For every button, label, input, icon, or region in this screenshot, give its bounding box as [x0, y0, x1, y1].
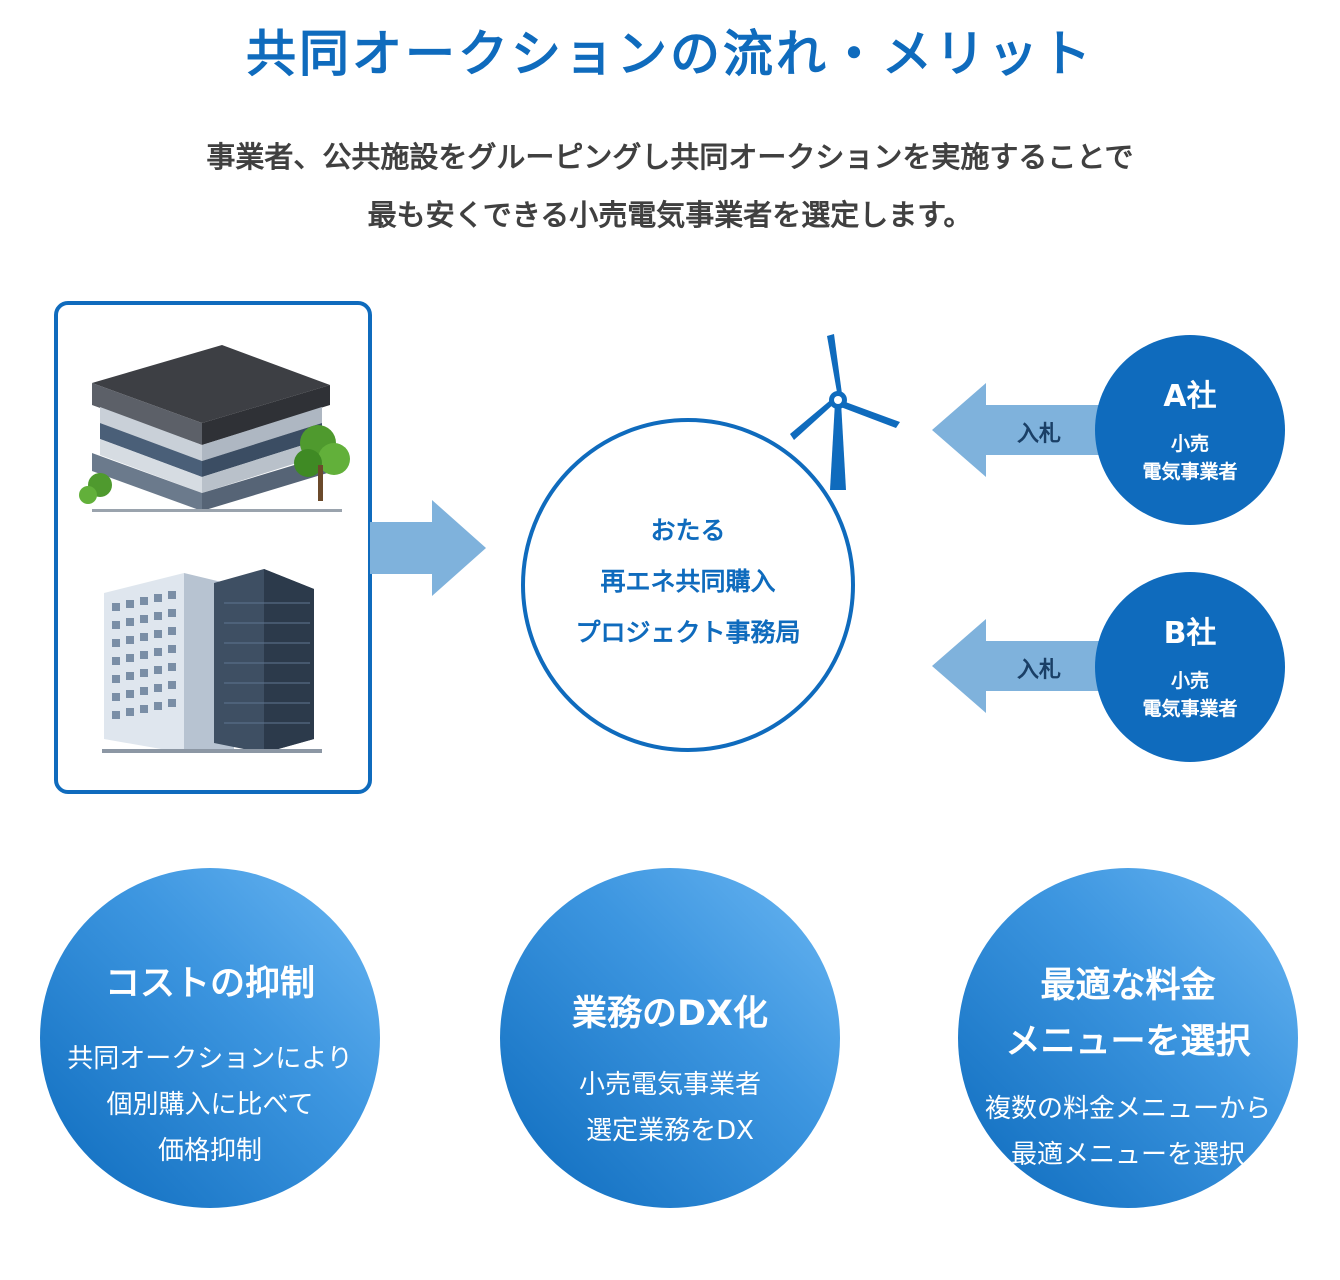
merit-title: 業務のDX化: [500, 986, 840, 1042]
bidder-role-line: 電気事業者: [1142, 461, 1238, 483]
merit-desc-line: 個別購入に比べて: [106, 1090, 314, 1120]
center-label-line: 再エネ共同購入: [600, 567, 776, 596]
subtitle-line: 事業者、公共施設をグルーピングし共同オークションを実施することで: [206, 140, 1134, 174]
page-subtitle: 事業者、公共施設をグルーピングし共同オークションを実施することで 最も安くできる…: [0, 128, 1340, 244]
merit-dx-circle: 業務のDX化 小売電気事業者 選定業務をDX: [500, 868, 840, 1208]
bidder-b-circle: B社 小売 電気事業者: [1095, 572, 1285, 762]
bid-arrow-a-icon: [932, 383, 1102, 477]
center-label-line: プロジェクト事務局: [575, 618, 801, 647]
bid-arrow-b-icon: [932, 619, 1102, 713]
merit-desc-line: 選定業務をDX: [586, 1116, 754, 1146]
bid-label-b: 入札: [1016, 658, 1061, 683]
bid-label-a: 入札: [1016, 422, 1061, 447]
merit-cost-circle: コストの抑制 共同オークションにより 個別購入に比べて 価格抑制: [40, 868, 380, 1208]
merit-title-line: メニューを選択: [1005, 1022, 1251, 1062]
bidder-role: 小売 電気事業者: [1095, 430, 1285, 486]
bidder-role-line: 小売: [1170, 670, 1209, 692]
bidder-name: A社: [1163, 379, 1217, 414]
merit-desc-line: 共同オークションにより: [67, 1044, 353, 1074]
center-label-line: おたる: [650, 516, 726, 545]
merit-description: 共同オークションにより 個別購入に比べて 価格抑制: [40, 1036, 380, 1174]
bidder-role: 小売 電気事業者: [1095, 667, 1285, 723]
merit-description: 複数の料金メニューから 最適メニューを選択: [958, 1086, 1298, 1178]
right-arrow-icon: [370, 500, 486, 596]
page-title: 共同オークションの流れ・メリット: [246, 25, 1094, 83]
merit-title: コストの抑制: [40, 956, 380, 1012]
merit-desc-line: 小売電気事業者: [578, 1070, 761, 1100]
office-building-icon: [79, 345, 350, 512]
merit-desc-line: 最適メニューを選択: [1010, 1140, 1245, 1170]
merit-title-line: コストの抑制: [104, 964, 315, 1004]
center-office-circle: [521, 418, 855, 752]
tall-building-icon: [102, 569, 322, 753]
wind-turbine-icon: [790, 334, 900, 490]
bidder-role-line: 小売: [1170, 433, 1209, 455]
merit-title: 最適な料金 メニューを選択: [958, 958, 1298, 1070]
subtitle-line: 最も安くできる小売電気事業者を選定します。: [367, 198, 973, 232]
bidder-a-circle: A社 小売 電気事業者: [1095, 335, 1285, 525]
merit-desc-line: 複数の料金メニューから: [984, 1094, 1271, 1124]
facilities-panel: [54, 301, 372, 794]
merit-title-line: 最適な料金: [1040, 966, 1216, 1006]
bidder-role-line: 電気事業者: [1142, 698, 1238, 720]
bidder-name: B社: [1163, 616, 1217, 651]
merit-desc-line: 価格抑制: [157, 1136, 262, 1166]
merit-description: 小売電気事業者 選定業務をDX: [500, 1062, 840, 1154]
merit-title-line: 業務のDX化: [571, 994, 769, 1034]
merit-menu-circle: 最適な料金 メニューを選択 複数の料金メニューから 最適メニューを選択: [958, 868, 1298, 1208]
center-office-label: おたる 再エネ共同購入 プロジェクト事務局: [521, 505, 855, 658]
